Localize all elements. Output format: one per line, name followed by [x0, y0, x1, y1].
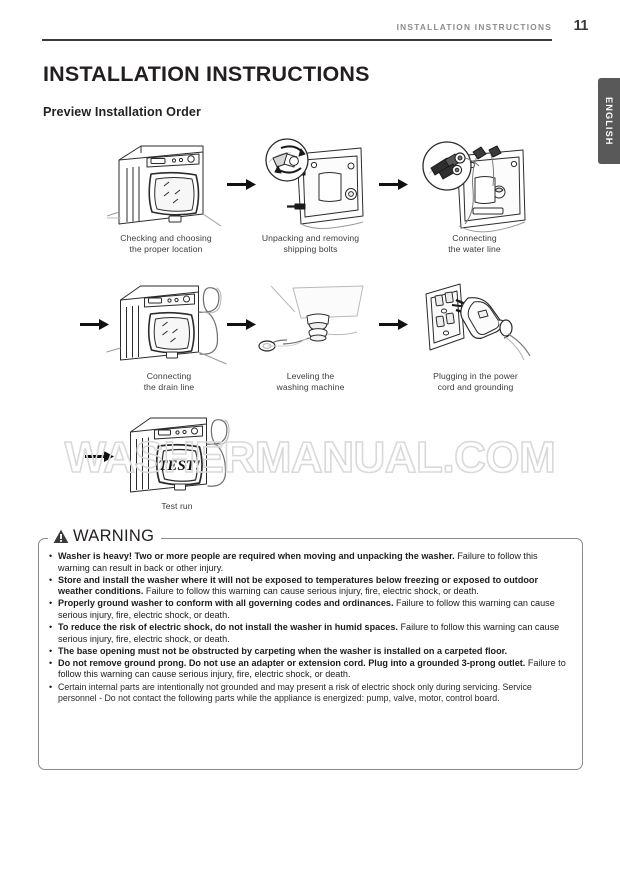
step-drain-line: Connecting the drain line	[104, 276, 234, 393]
warning-item-lead: Properly ground washer to conform with a…	[58, 598, 394, 609]
step-power-cord: Plugging in the power cord and grounding	[408, 276, 543, 393]
step-caption: Connecting the water line	[448, 233, 501, 254]
warning-item-lead: Store and install the washer where it wi…	[58, 574, 539, 597]
warning-item-lead: Do not remove ground prong. Do not use a…	[58, 657, 526, 668]
warning-item-rest: Failure to follow this warning can resul…	[58, 551, 538, 573]
warning-item-lead: Washer is heavy! Two or more people are …	[58, 551, 455, 561]
step-checking-location: Checking and choosing the proper locatio…	[96, 138, 236, 255]
step-caption: Connecting the drain line	[143, 371, 195, 392]
step-caption: Checking and choosing the proper locatio…	[120, 233, 212, 254]
step-caption: Leveling the washing machine	[276, 371, 345, 392]
warning-item-rest: Certain internal parts are intentionally…	[58, 681, 532, 704]
warning-item-rest: Failure to follow this warning can cause…	[58, 598, 555, 620]
warning-item: • The base opening must not be obstructe…	[49, 646, 568, 658]
warning-item-lead: To reduce the risk of electric shock, do…	[58, 622, 398, 633]
bullet-icon: •	[49, 598, 53, 609]
bullet-icon: •	[49, 622, 53, 633]
warning-item: • Certain internal parts are intentional…	[49, 682, 568, 706]
warning-item: • Washer is heavy! Two or more people ar…	[49, 551, 568, 574]
header-title: INSTALLATION INSTRUCTIONS	[396, 22, 552, 32]
warning-item: • Do not remove ground prong. Do not use…	[49, 658, 568, 681]
arrow-icon	[80, 318, 110, 331]
step-caption: Test run	[161, 501, 193, 511]
warning-item: • Properly ground washer to conform with…	[49, 598, 568, 621]
warning-list: • Washer is heavy! Two or more people ar…	[39, 551, 576, 706]
header-divider	[42, 39, 552, 41]
warning-item-rest: Failure to follow this warning can cause…	[58, 657, 566, 680]
arrow-icon	[379, 178, 409, 191]
page-number: 11	[573, 18, 589, 34]
svg-text:TEST!: TEST!	[158, 458, 201, 474]
language-tab-english: ENGLISH	[598, 78, 620, 164]
arrow-icon	[379, 318, 409, 331]
power-outlet-plug-icon	[408, 276, 543, 371]
warning-box: WARNING • Washer is heavy! Two or more p…	[38, 528, 583, 770]
bullet-icon: •	[49, 645, 53, 656]
warning-item-rest: Failure to follow this warning can cause…	[58, 622, 560, 644]
step-leveling: Leveling the washing machine	[248, 276, 373, 393]
section-title: Preview Installation Order	[43, 105, 201, 119]
step-caption: Unpacking and removing shipping bolts	[261, 233, 360, 254]
arrow-icon	[227, 318, 257, 331]
leveling-leg-wrench-icon	[248, 276, 373, 371]
bullet-icon: •	[49, 574, 53, 585]
warning-header: WARNING	[48, 527, 162, 545]
warning-item-lead: The base opening must not be obstructed …	[58, 645, 508, 656]
bullet-icon: •	[49, 657, 53, 668]
language-tab-label: ENGLISH	[604, 96, 614, 146]
bullet-icon: •	[49, 551, 53, 561]
arrow-icon	[85, 450, 115, 463]
warning-item: • To reduce the risk of electric shock, …	[49, 622, 568, 645]
water-line-connection-icon	[412, 138, 537, 233]
step-shipping-bolts: Unpacking and removing shipping bolts	[248, 138, 373, 255]
step-caption: Plugging in the power cord and grounding	[433, 371, 518, 392]
test-run-washer-icon: TEST!	[112, 406, 242, 501]
drain-line-connection-icon	[104, 276, 234, 371]
warning-item-rest: Failure to follow this warning can cause…	[143, 586, 479, 597]
step-test-run: TEST! Test run	[112, 406, 242, 512]
shipping-bolt-removal-icon	[248, 138, 373, 233]
warning-triangle-icon	[53, 529, 69, 543]
warning-item: • Store and install the washer where it …	[49, 575, 568, 598]
arrow-icon	[227, 178, 257, 191]
bullet-icon: •	[49, 681, 53, 692]
washer-front-load-icon	[96, 138, 236, 233]
warning-title: WARNING	[73, 527, 155, 545]
page-header: INSTALLATION INSTRUCTIONS 11	[0, 18, 620, 48]
page-title: INSTALLATION INSTRUCTIONS	[43, 62, 370, 86]
step-water-line: Connecting the water line	[412, 138, 537, 255]
